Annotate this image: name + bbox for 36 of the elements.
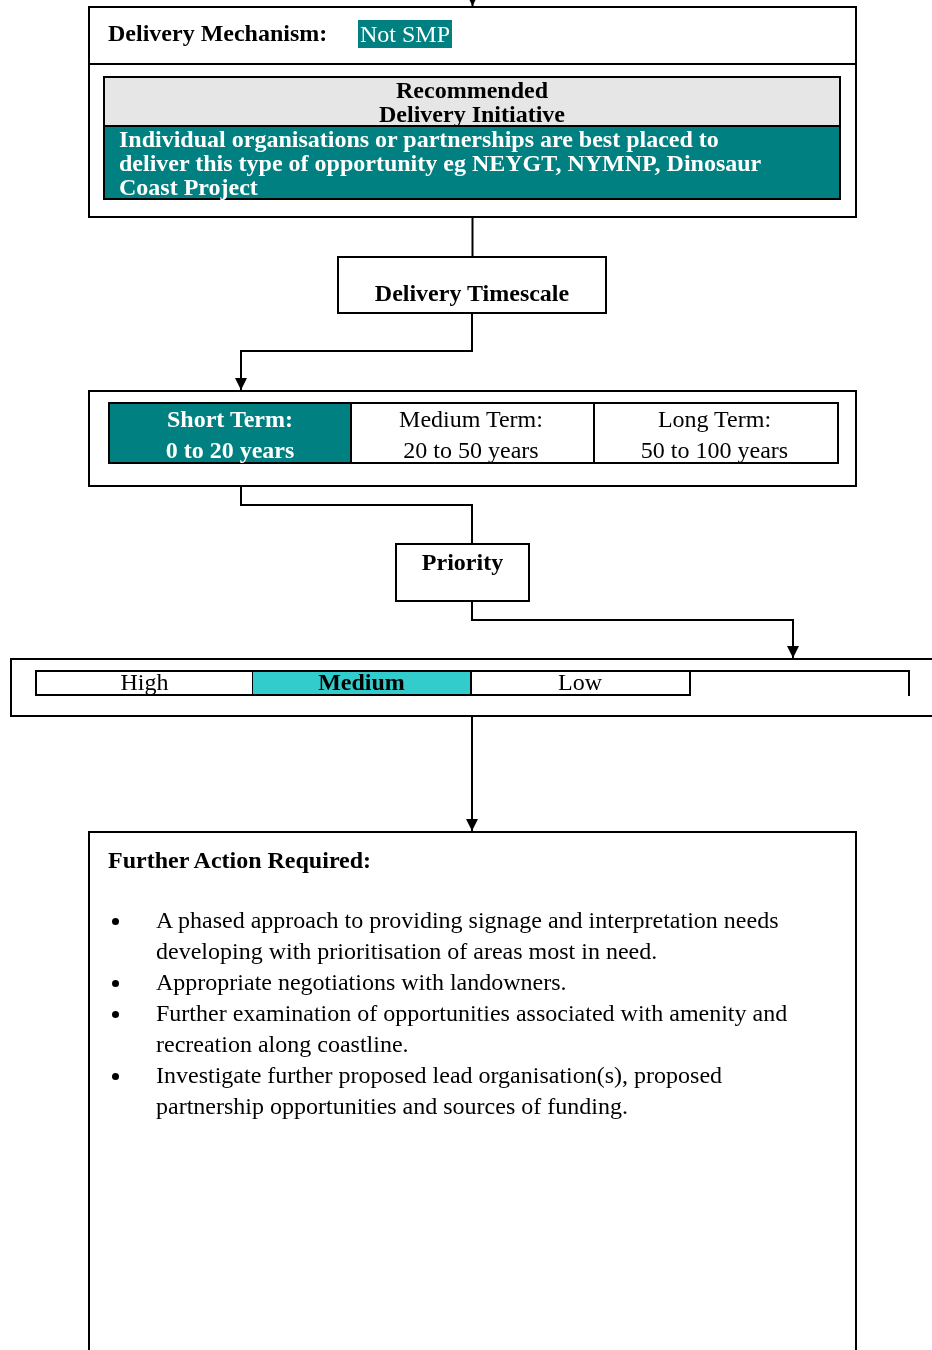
timescale-box [88, 390, 857, 487]
heading: Priority [420, 549, 505, 576]
cell-text: Short Term: 0 to 20 years [164, 405, 296, 465]
cell-text: High [119, 669, 170, 695]
table-cell [471, 670, 691, 696]
arrow [471, 601, 799, 659]
initiative-table [103, 76, 841, 200]
action-box [88, 831, 857, 1350]
bullet-item: A phased approach to providing signage and interpretation needs developing with prioritisation of areas most in need. [156, 906, 780, 966]
cell-text: Low [557, 669, 603, 695]
arrow [235, 313, 473, 391]
section-box [88, 6, 857, 218]
table-cell [690, 670, 910, 696]
arrow [466, 716, 478, 832]
table-cell [594, 402, 839, 464]
heading: Delivery Timescale [373, 280, 571, 307]
table-header: Recommended Delivery Initiative [105, 78, 839, 127]
connector-line [471, 217, 474, 257]
heading-box [395, 543, 530, 602]
table-cell [351, 402, 595, 464]
table-cell: Individual organisations or partnerships are best placed to deliver this type of opportunity eg NEYGT, NYMNP, Dinosaur Coast Project [105, 127, 839, 198]
connector-line [240, 486, 473, 544]
table-cell [253, 670, 472, 696]
priority-box [10, 658, 932, 717]
heading: Further Action Required: [108, 847, 372, 874]
cell-text: Long Term: 50 to 100 years [639, 405, 790, 465]
field-value: Not SMP [358, 20, 453, 48]
bullet-item: Investigate further proposed lead organisation(s), proposed partnership opportunities and sources of funding. [156, 1061, 724, 1121]
heading-box [337, 256, 607, 314]
cell-text: Medium [317, 669, 406, 695]
bullet-item: Further examination of opportunities associated with amenity and recreation along coastline. [156, 999, 789, 1059]
bullet-item: Appropriate negotiations with landowners. [156, 968, 568, 997]
cell-text: Medium Term: 20 to 50 years [398, 405, 544, 465]
field-label: Delivery Mechanism: [108, 20, 328, 47]
table-cell [108, 402, 352, 464]
table-cell [35, 670, 254, 696]
